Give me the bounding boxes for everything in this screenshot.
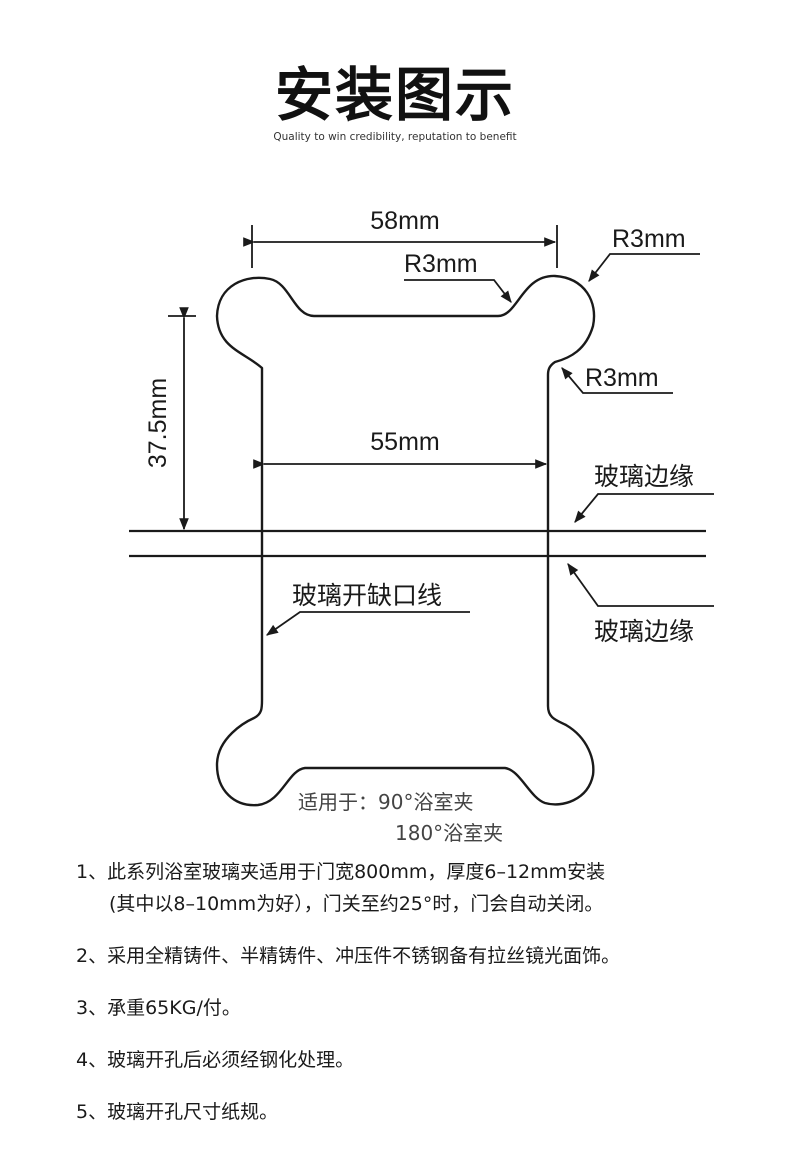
note-1-line-2: (其中以8–10mm为好），门关至约25°时，门会自动关闭。 <box>109 893 604 915</box>
radius-top-right-label: R3mm <box>612 225 686 253</box>
dim-inner-width-label: 55mm <box>370 428 439 456</box>
note-item: 4、玻璃开孔后必须经钢化处理。 <box>76 1044 756 1076</box>
notch-line-label: 玻璃开缺口线 <box>292 581 442 610</box>
note-item: 2、采用全精铸件、半精铸件、冲压件不锈钢备有拉丝镜光面饰。 <box>76 940 756 972</box>
installation-notes: 1、此系列浴室玻璃夹适用于门宽800mm，厚度6–12mm安装 (其中以8–10… <box>76 856 756 1148</box>
radius-top-inner-label: R3mm <box>404 250 478 278</box>
cutout-outline <box>215 274 596 807</box>
radius-side-label: R3mm <box>585 364 659 392</box>
glass-edge-top-label: 玻璃边缘 <box>594 462 694 491</box>
radius-top-right-leader <box>588 253 700 282</box>
glass-edge-bottom-label: 玻璃边缘 <box>594 617 694 646</box>
glass-edge-top-leader <box>574 493 714 523</box>
glass-edge-bottom-leader <box>567 563 714 607</box>
applies-line-1: 适用于：90°浴室夹 <box>298 790 473 814</box>
note-4: 4、玻璃开孔后必须经钢化处理。 <box>76 1049 355 1071</box>
notch-line-leader <box>266 611 470 636</box>
radius-top-inner-leader <box>404 279 512 303</box>
note-3: 3、承重65KG/付。 <box>76 997 241 1019</box>
radius-side-leader <box>561 367 673 394</box>
dim-top-width-label: 58mm <box>370 207 439 235</box>
applies-line-2: 180°浴室夹 <box>395 821 503 845</box>
page-title: 安装图示 <box>274 61 515 129</box>
note-item: 5、玻璃开孔尺寸纸规。 <box>76 1096 756 1128</box>
note-item: 3、承重65KG/付。 <box>76 992 756 1024</box>
page-subtitle: Quality to win credibility, reputation t… <box>273 131 517 143</box>
note-5: 5、玻璃开孔尺寸纸规。 <box>76 1101 279 1123</box>
note-2: 2、采用全精铸件、半精铸件、冲压件不锈钢备有拉丝镜光面饰。 <box>76 945 621 967</box>
note-1-line-1: 1、此系列浴室玻璃夹适用于门宽800mm，厚度6–12mm安装 <box>76 861 606 883</box>
note-item: 1、此系列浴室玻璃夹适用于门宽800mm，厚度6–12mm安装 (其中以8–10… <box>76 856 756 920</box>
dim-height-label: 37.5mm <box>144 378 172 468</box>
